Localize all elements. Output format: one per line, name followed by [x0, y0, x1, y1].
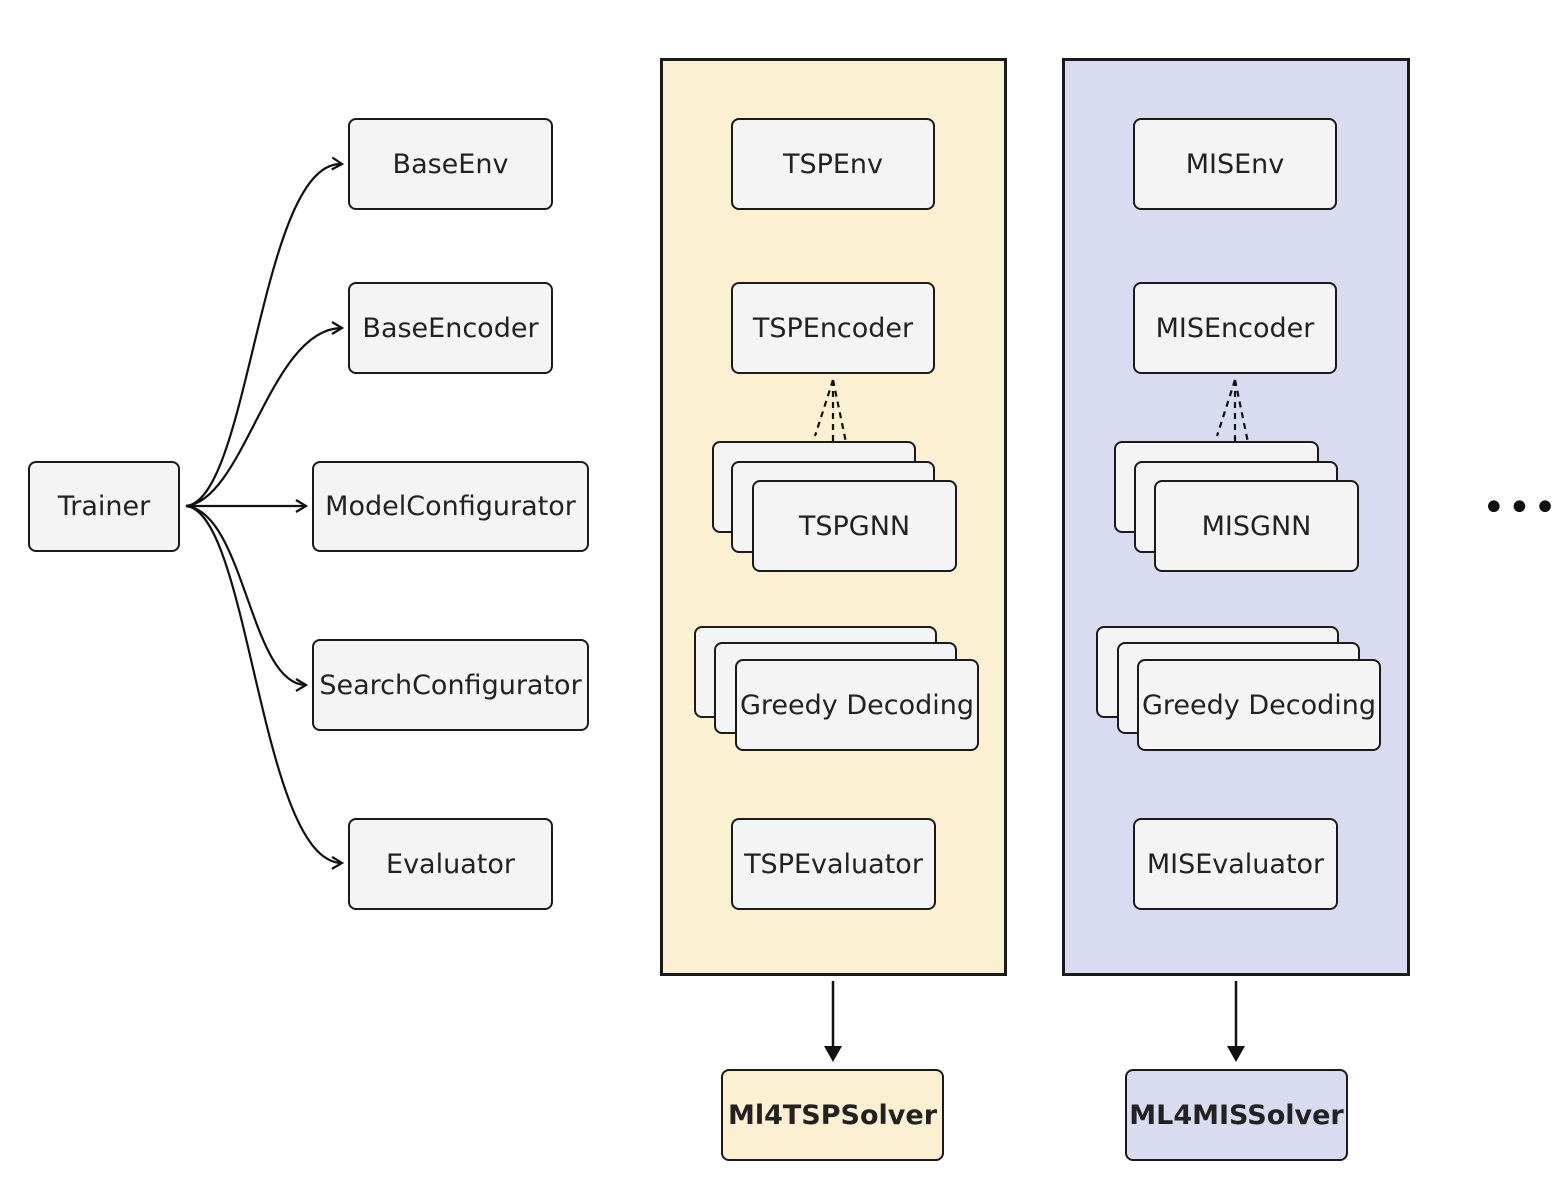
arrow-trainer-baseenv — [185, 156, 345, 508]
base-encoder-label: BaseEncoder — [362, 312, 539, 344]
tsp-evaluator-label: TSPEvaluator — [744, 848, 923, 880]
tsp-dash-1 — [813, 379, 835, 437]
mis-evaluator-label: MISEvaluator — [1146, 848, 1325, 880]
mis-gnn-label: MISGNN — [1201, 510, 1312, 542]
model-configurator-box[interactable]: ModelConfigurator — [312, 461, 589, 552]
tsp-gnn-box[interactable]: TSPGNN — [752, 480, 957, 572]
search-configurator-label: SearchConfigurator — [319, 669, 582, 701]
more-ellipsis: ••• — [1482, 485, 1559, 531]
base-env-label: BaseEnv — [392, 148, 509, 180]
mis-env-box[interactable]: MISEnv — [1133, 118, 1337, 210]
base-encoder-box[interactable]: BaseEncoder — [348, 282, 553, 374]
tsp-encoder-box[interactable]: TSPEncoder — [731, 282, 935, 374]
mis-dash-1 — [1215, 379, 1237, 437]
tsp-encoder-label: TSPEncoder — [752, 312, 914, 344]
base-env-box[interactable]: BaseEnv — [348, 118, 553, 210]
trainer-label: Trainer — [57, 491, 151, 522]
mis-gnn-box[interactable]: MISGNN — [1154, 480, 1359, 572]
mis-evaluator-box[interactable]: MISEvaluator — [1133, 818, 1338, 910]
trainer-box[interactable]: Trainer — [28, 461, 180, 552]
tsp-env-box[interactable]: TSPEnv — [731, 118, 935, 210]
arrow-trainer-searchconfigurator — [185, 504, 309, 692]
mis-env-label: MISEnv — [1185, 148, 1285, 180]
mis-solver-label: ML4MISSolver — [1129, 1099, 1344, 1131]
model-configurator-label: ModelConfigurator — [325, 491, 576, 522]
mis-decoding-label: Greedy Decoding — [1141, 689, 1376, 721]
tsp-gnn-label: TSPGNN — [798, 510, 911, 542]
tsp-solver-label: Ml4TSPSolver — [727, 1099, 938, 1131]
tsp-decoding-box[interactable]: Greedy Decoding — [735, 659, 979, 751]
mis-encoder-box[interactable]: MISEncoder — [1133, 282, 1337, 374]
tsp-decoding-label: Greedy Decoding — [739, 689, 974, 721]
mis-encoder-label: MISEncoder — [1155, 312, 1315, 344]
arrow-trainer-baseencoder — [185, 321, 345, 508]
tsp-env-label: TSPEnv — [782, 148, 884, 180]
evaluator-box[interactable]: Evaluator — [348, 818, 553, 910]
search-configurator-box[interactable]: SearchConfigurator — [312, 639, 589, 731]
tsp-solver-box[interactable]: Ml4TSPSolver — [721, 1069, 944, 1161]
evaluator-label: Evaluator — [386, 848, 515, 880]
mis-solver-box[interactable]: ML4MISSolver — [1125, 1069, 1348, 1161]
tsp-evaluator-box[interactable]: TSPEvaluator — [731, 818, 936, 910]
mis-decoding-box[interactable]: Greedy Decoding — [1137, 659, 1381, 751]
arrow-trainer-evaluator — [185, 504, 345, 870]
